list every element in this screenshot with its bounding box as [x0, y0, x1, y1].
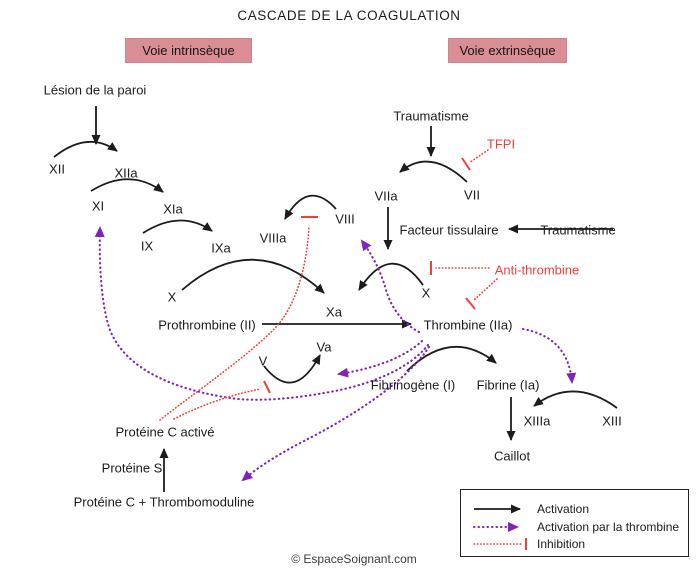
intrinsic-pathway-box: Voie intrinsèque [125, 38, 252, 63]
thrombin-activates-pct [241, 345, 431, 482]
extrinsic-pathway-box: Voie extrinsèque [448, 38, 567, 63]
node-xa: Xa [326, 304, 342, 320]
node-v: V [258, 353, 268, 369]
thrombin-activates-xiii [521, 327, 577, 384]
tbar-vii [461, 157, 471, 171]
node-protein-c-activated: Protéine C activé [115, 424, 215, 440]
arrow-vii-to-viia [399, 160, 468, 183]
node-x-left: X [167, 289, 177, 305]
node-ixa: IXa [211, 240, 231, 256]
node-vii: VII [464, 187, 480, 203]
node-x-right: X [421, 285, 431, 301]
node-traumatisme-top: Traumatisme [393, 108, 469, 124]
node-xiiia: XIIIa [523, 413, 551, 429]
thrombin-activates-xi [94, 226, 430, 401]
arrow-ix-to-ixa [142, 219, 213, 234]
antithrombin-inhibits-thrombin [473, 278, 498, 301]
node-xia: XIa [163, 201, 183, 217]
node-protein-s: Protéine S [101, 460, 163, 476]
legend-activation-label: Activation [537, 502, 590, 516]
pca-inhibits-v [173, 388, 262, 420]
node-fibrinogen: Fibrinogène (I) [370, 377, 456, 393]
legend-thrombin-activation-label: Activation par la thrombine [537, 520, 680, 534]
node-xi: XI [91, 198, 105, 214]
arrow-viii-to-viiia [284, 194, 337, 220]
page-title: CASCADE DE LA COAGULATION [237, 8, 461, 23]
node-tfpi: TFPI [486, 136, 516, 152]
node-viia: VIIa [374, 188, 398, 204]
node-thrombin: Thrombine (IIa) [423, 317, 513, 333]
tfpi-inhibits-vii [468, 149, 489, 164]
node-clot: Caillot [493, 448, 531, 464]
pca-inhibits-viii [159, 225, 310, 421]
node-tissue-factor: Facteur tissulaire [399, 222, 499, 238]
copyright-text: © EspaceSoignant.com [291, 552, 417, 566]
node-xii: XII [49, 161, 65, 177]
node-lesion: Lésion de la paroi [43, 82, 147, 98]
arrow-xii-to-xiia [53, 140, 118, 158]
node-traumatisme-right: Traumatisme [540, 222, 616, 238]
node-xiii: XIII [602, 413, 622, 429]
tbar-v [263, 380, 271, 394]
arrow-xiii-to-xiiia [533, 390, 618, 409]
node-viiia: VIIIa [259, 230, 287, 246]
node-va: Va [316, 339, 332, 355]
node-viii: VIII [335, 211, 355, 227]
arrow-xi-to-xia [90, 178, 164, 193]
arrow-x-right-to-xa [358, 262, 424, 291]
arrow-fibrinogen-to-fibrin [406, 345, 497, 372]
thrombin-activates-viii [360, 239, 421, 334]
arrow-x-left-to-xa [181, 258, 325, 294]
node-xiia: XIIa [114, 165, 138, 181]
legend-inhibition-label: Inhibition [537, 537, 586, 551]
tbar-thrombin [465, 297, 476, 310]
legend-box [460, 489, 689, 557]
node-antithrombin: Anti-thrombine [494, 262, 580, 278]
node-protein-c-thrombomodulin: Protéine C + Thrombomoduline [73, 494, 255, 510]
node-fibrin: Fibrine (Ia) [476, 377, 540, 393]
node-ix: IX [140, 238, 154, 254]
arrow-v-to-va [263, 354, 321, 384]
node-prothrombin: Prothrombine (II) [158, 317, 256, 333]
